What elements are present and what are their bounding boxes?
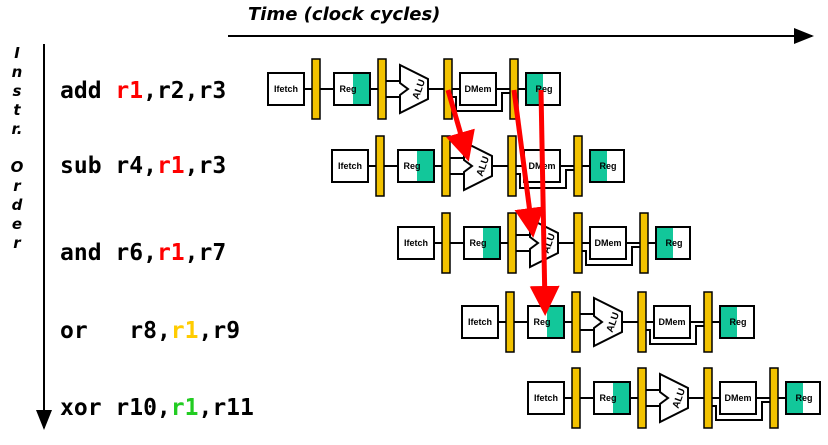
instruction-4: xor r10,r1,r11 (60, 395, 254, 421)
order-label-char: s (12, 82, 22, 100)
alu-stage (659, 372, 689, 424)
pipeline-latch (573, 135, 583, 197)
reg-write-fill (787, 383, 803, 413)
bypass-path (582, 246, 640, 266)
reg-write-label: Reg (665, 238, 682, 248)
pipeline-latch (375, 135, 385, 197)
pipeline-latch (377, 58, 387, 120)
pipeline-latch (571, 291, 581, 353)
instruction-operand: r4, (115, 153, 157, 179)
order-label-char: n (11, 63, 23, 81)
order-label-char: r (13, 234, 21, 252)
pipeline-latch (507, 135, 517, 197)
alu-stage (399, 63, 429, 115)
instruction-3: or r8,r1,r9 (60, 318, 240, 344)
pipeline-latch (639, 212, 649, 274)
reg-write-label: Reg (795, 393, 812, 403)
alu-stage (593, 296, 623, 348)
pipeline-latch (571, 367, 581, 429)
pipeline-latch (441, 135, 451, 197)
reg-write-fill (657, 228, 673, 258)
forward-arrow-2 (511, 89, 545, 238)
time-axis-label: Time (clock cycles) (248, 4, 441, 25)
bypass-path (646, 325, 704, 345)
bypass-path (712, 401, 770, 421)
instruction-2: and r6,r1,r7 (60, 240, 226, 266)
instruction-operand: ,r7 (184, 240, 227, 266)
instruction-operand: r1 (156, 153, 185, 179)
ifetch-label: Ifetch (534, 393, 558, 403)
instruction-operand: ,r2,r3 (143, 78, 227, 104)
instruction-operand: ,r3 (184, 153, 227, 179)
instruction-opcode: add (60, 78, 116, 104)
ifetch-label: Ifetch (468, 317, 492, 327)
order-label-char: t (13, 101, 21, 119)
order-label-char: e (11, 215, 23, 233)
pipeline-latch (573, 212, 583, 274)
reg-write-fill (721, 307, 737, 337)
order-label-char: r (13, 177, 21, 195)
dmem-label: DMem (594, 238, 621, 248)
pipeline-latch (441, 212, 451, 274)
reg-read-label: Reg (599, 393, 616, 403)
reg-write-label: Reg (729, 317, 746, 327)
pipeline-latch (443, 58, 453, 120)
reg-read-fill (353, 74, 369, 104)
reg-read-fill (483, 228, 499, 258)
pipeline-latch (703, 291, 713, 353)
order-label-char: r. (11, 120, 23, 138)
order-label-char: O (10, 158, 24, 176)
dmem-label: DMem (724, 393, 751, 403)
instruction-1: sub r4,r1,r3 (60, 153, 226, 179)
instruction-operand: r6, (115, 240, 157, 266)
order-label-char: d (11, 196, 23, 214)
instruction-operand: r1 (156, 240, 185, 266)
instruction-operand: r1 (115, 78, 144, 104)
dmem-stage (589, 226, 627, 260)
instruction-operand: r1 (170, 395, 199, 421)
instruction-opcode: xor (60, 395, 116, 421)
instruction-0: add r1,r2,r3 (60, 78, 226, 104)
instruction-operand: ,r11 (198, 395, 254, 421)
reg-read-label: Reg (533, 317, 550, 327)
reg-read-label: Reg (403, 161, 420, 171)
reg-write-label: Reg (599, 161, 616, 171)
reg-read-label: Reg (339, 84, 356, 94)
reg-read-label: Reg (469, 238, 486, 248)
pipeline-latch (505, 291, 515, 353)
instruction-opcode: and (60, 240, 116, 266)
pipeline-latch (311, 58, 321, 120)
dmem-label: DMem (464, 84, 491, 94)
instruction-operand: r1 (170, 318, 199, 344)
ifetch-label: Ifetch (274, 84, 298, 94)
instruction-operand: r8, (129, 318, 171, 344)
forward-arrow-3 (529, 89, 560, 316)
dmem-stage (653, 305, 691, 339)
pipeline-latch (769, 367, 779, 429)
dmem-label: DMem (658, 317, 685, 327)
ifetch-label: Ifetch (404, 238, 428, 248)
instruction-operand: r10, (115, 395, 171, 421)
instruction-opcode: sub (60, 153, 116, 179)
bypass-path (452, 92, 510, 112)
reg-read-fill (613, 383, 629, 413)
reg-read-fill (417, 151, 433, 181)
instruction-operand: ,r9 (198, 318, 241, 344)
order-label-char: I (14, 44, 20, 62)
ifetch-label: Ifetch (338, 161, 362, 171)
pipeline-latch (637, 367, 647, 429)
instruction-opcode: or (60, 318, 130, 344)
pipeline-latch (637, 291, 647, 353)
reg-write-label: Reg (535, 84, 552, 94)
pipeline-latch (703, 367, 713, 429)
forward-arrow-1 (445, 89, 475, 162)
reg-write-fill (591, 151, 607, 181)
pipeline-latch (507, 212, 517, 274)
